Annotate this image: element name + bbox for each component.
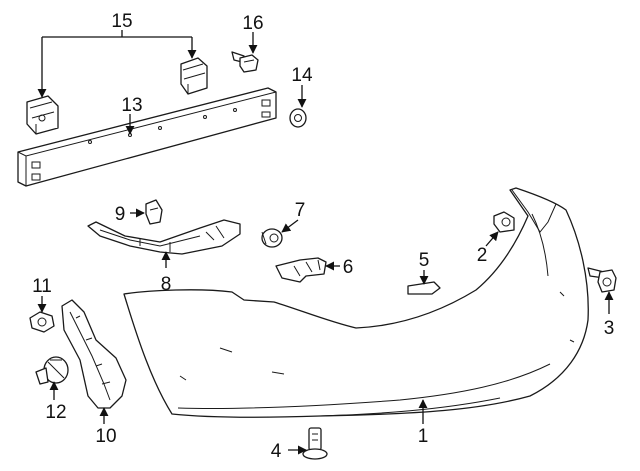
side-retainer-8 — [87, 219, 241, 255]
bolt-16 — [231, 51, 259, 73]
callout-13: 13 — [121, 95, 142, 116]
push-clip-4 — [302, 427, 328, 460]
screw-3 — [587, 267, 617, 293]
leader-lines — [37, 30, 614, 455]
callout-5: 5 — [419, 250, 430, 271]
leader-7 — [281, 219, 299, 233]
callout-10: 10 — [95, 426, 116, 447]
callout-4: 4 — [271, 441, 282, 462]
callout-12: 12 — [45, 402, 66, 423]
clip-2 — [493, 211, 515, 233]
clip-7 — [261, 228, 283, 248]
callout-14: 14 — [291, 65, 313, 86]
energy-absorber-right — [180, 57, 208, 95]
callout-7: 7 — [295, 200, 306, 221]
callout-11: 11 — [32, 276, 52, 297]
clip-9 — [145, 199, 163, 225]
reinforcement-beam — [17, 87, 277, 187]
callout-labels: 15 16 14 13 9 8 7 6 5 2 3 11 12 10 1 4 — [32, 11, 614, 462]
clip-11 — [29, 311, 55, 333]
bracket-6 — [275, 257, 327, 283]
energy-absorber-left — [26, 95, 59, 135]
callout-3: 3 — [604, 318, 615, 339]
reflector-5 — [407, 281, 441, 295]
nut-14 — [289, 108, 307, 128]
leader-2 — [485, 231, 499, 247]
bumper-cover — [123, 187, 589, 418]
callout-1: 1 — [418, 426, 429, 447]
bracket-10 — [61, 299, 127, 409]
callout-2: 2 — [477, 245, 488, 266]
callout-9: 9 — [115, 204, 126, 225]
callout-15: 15 — [111, 11, 132, 32]
callout-8: 8 — [161, 274, 172, 295]
rivet-12 — [35, 356, 69, 385]
callout-16: 16 — [242, 13, 263, 34]
callout-6: 6 — [343, 257, 354, 278]
